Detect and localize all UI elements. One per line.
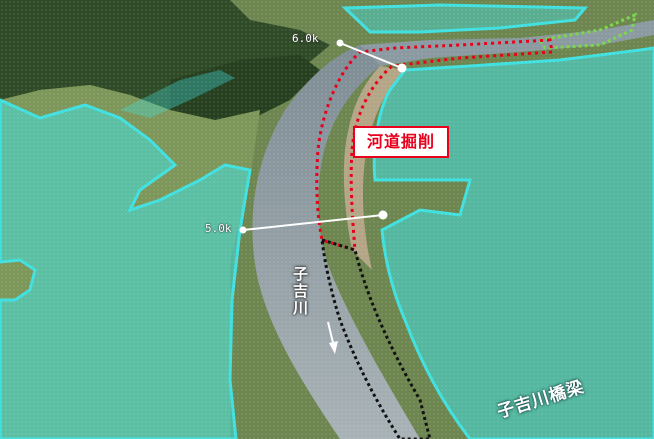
km-upper-leader (339, 42, 403, 69)
upstream-outline (537, 12, 638, 50)
channel-outline (320, 237, 432, 439)
km-marker-upper: 6.0k (292, 32, 319, 45)
flow-arrow-head (329, 341, 338, 354)
river-name-label: 子吉川 (291, 266, 309, 317)
km-marker-lower: 5.0k (205, 222, 232, 235)
km-upper-end-dot (397, 63, 407, 73)
km-lower-end-dot (378, 210, 388, 220)
excavation-outline (315, 38, 554, 253)
km-upper-start-dot (336, 39, 344, 47)
excavation-label: 河道掘削 (353, 126, 449, 158)
km-lower-start-dot (239, 226, 247, 234)
km-lower-leader (242, 214, 384, 231)
